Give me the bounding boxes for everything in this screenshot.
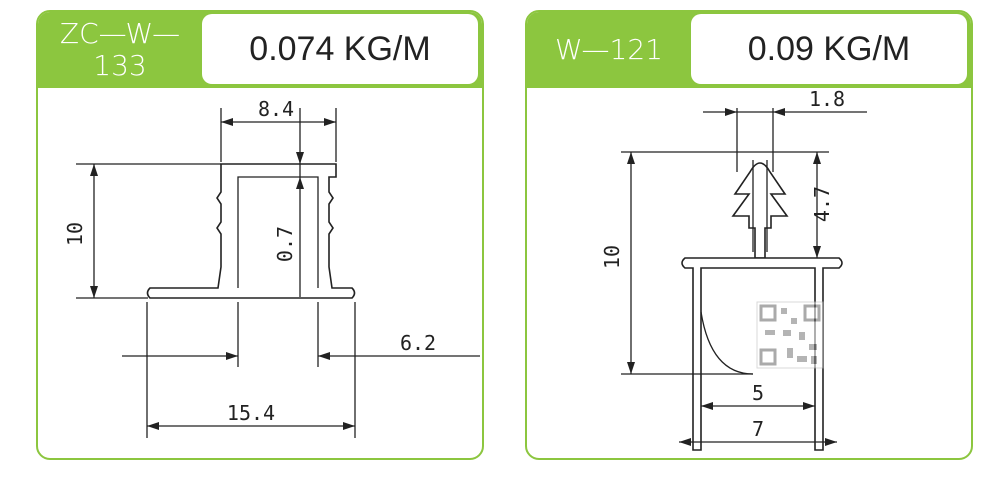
dim-base: 15.4 xyxy=(227,401,275,425)
dim-height: 10 xyxy=(600,245,624,269)
dim-height: 10 xyxy=(63,222,87,246)
card-header: ZC—W— 133 0.074 KG/M xyxy=(38,12,482,88)
profile-drawing: 8.4 0.7 10 6.2 15.4 xyxy=(63,97,480,438)
profile-code: W—121 xyxy=(555,33,663,66)
profile-card-zc-w-133: ZC—W— 133 0.074 KG/M 8.4 0.7 10 6.2 xyxy=(36,10,484,460)
profile-code: ZC—W— 133 xyxy=(59,17,181,82)
dim-wall: 0.7 xyxy=(273,226,297,262)
qr-code-watermark-icon xyxy=(756,301,824,369)
dim-stem-height: 4.7 xyxy=(810,186,834,222)
card-header: W—121 0.09 KG/M xyxy=(527,12,971,88)
profile-drawing: 1.8 10 4.7 5 7 xyxy=(600,87,867,451)
dim-inner: 5 xyxy=(752,381,764,405)
dim-stem-width: 1.8 xyxy=(809,87,845,111)
dim-outer: 7 xyxy=(752,417,764,441)
profile-weight: 0.09 KG/M xyxy=(691,14,967,84)
cup-outline xyxy=(681,257,843,451)
stem-outline xyxy=(731,162,789,259)
profile-card-w-121: W—121 0.09 KG/M 1.8 10 4.7 5 xyxy=(525,10,973,460)
dim-foot: 6.2 xyxy=(400,331,436,355)
profile-outline xyxy=(146,163,356,299)
profile-weight: 0.074 KG/M xyxy=(202,14,478,84)
dim-top-width: 8.4 xyxy=(258,97,294,121)
